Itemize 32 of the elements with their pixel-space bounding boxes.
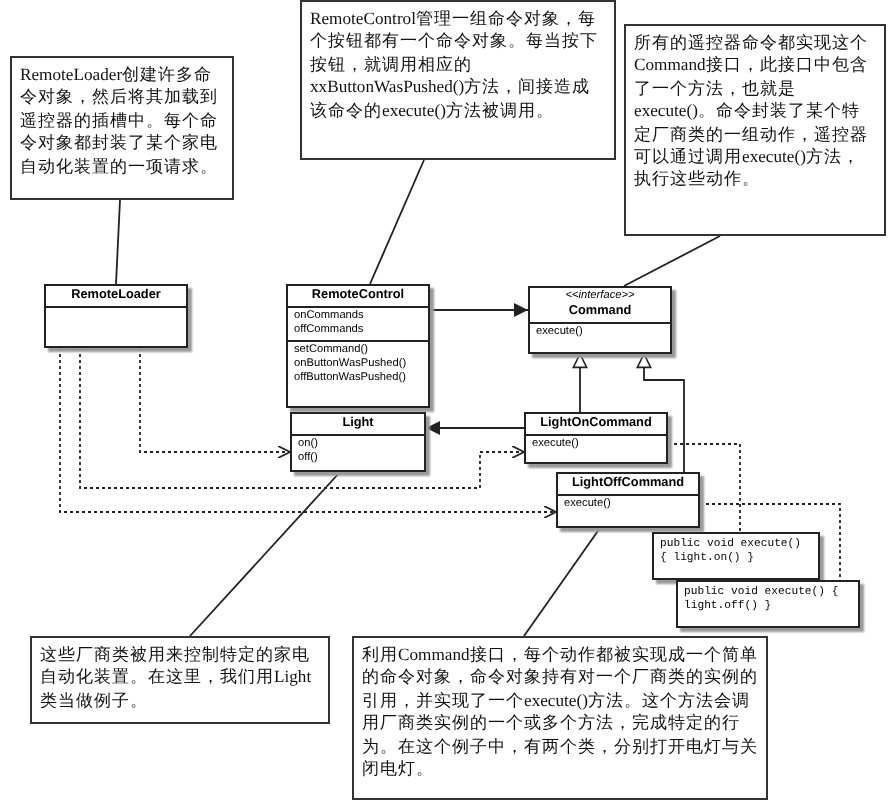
leader-line <box>623 235 721 287</box>
realization-arrow <box>636 353 685 473</box>
callout-text: RemoteControl管理一组命令对象，每个按钮都有一个命令对象。每当按下按钮，就调用相应的xxButtonWasPushed()方法，间接造成该命令的execute()方法被调用。 <box>310 8 600 123</box>
association-arrow <box>425 421 525 435</box>
callout-text: 利用Command接口，每个动作都被实现成一个简单的命令对象，命令对象持有对一个厂商类的实例的引用，并实现了一个execute()方法。这个方法会调用厂商类实例的一个或多个方法，完成特定的行为。在这个例子中，有两个类，分别打开电灯与关闭电灯。 <box>362 644 758 781</box>
callout-box <box>10 56 234 200</box>
association-arrow <box>429 303 529 317</box>
code-box <box>676 580 860 628</box>
leader-line <box>115 199 121 285</box>
leader-line <box>369 159 425 285</box>
class-box <box>524 412 668 464</box>
dotted-connector <box>699 503 841 581</box>
class-box <box>44 284 188 348</box>
callout-box <box>352 636 768 800</box>
class-box <box>290 412 426 472</box>
dotted-connector <box>667 443 741 533</box>
callout-text: 这些厂商类被用来控制特定的家电自动化装置。在这里，我们用Light类当做例子。 <box>40 644 314 713</box>
dependency-arrow <box>139 347 291 459</box>
leader-line <box>189 471 341 637</box>
class-box <box>528 286 672 354</box>
dependency-arrow <box>59 347 557 519</box>
code-box <box>652 532 820 580</box>
callout-box <box>300 0 616 160</box>
callout-text: RemoteLoader创建许多命令对象，然后将其加载到遥控器的插槽中。每个命令对象都封装了某个家电自动化装置的一项请求。 <box>20 64 220 179</box>
leader-line <box>523 527 601 637</box>
class-box <box>556 472 700 528</box>
dependency-arrow <box>79 347 525 489</box>
callout-text: 所有的遥控器命令都实现这个Command接口，此接口中包含了一个方法，也就是execute()。命令封装了某个特定厂商类的一组动作，遥控器可以通过调用execute()方法，执行这些动作。 <box>634 32 870 192</box>
callout-box <box>30 636 330 724</box>
callout-box <box>624 24 886 236</box>
class-box <box>286 284 430 408</box>
realization-arrow <box>572 353 588 413</box>
